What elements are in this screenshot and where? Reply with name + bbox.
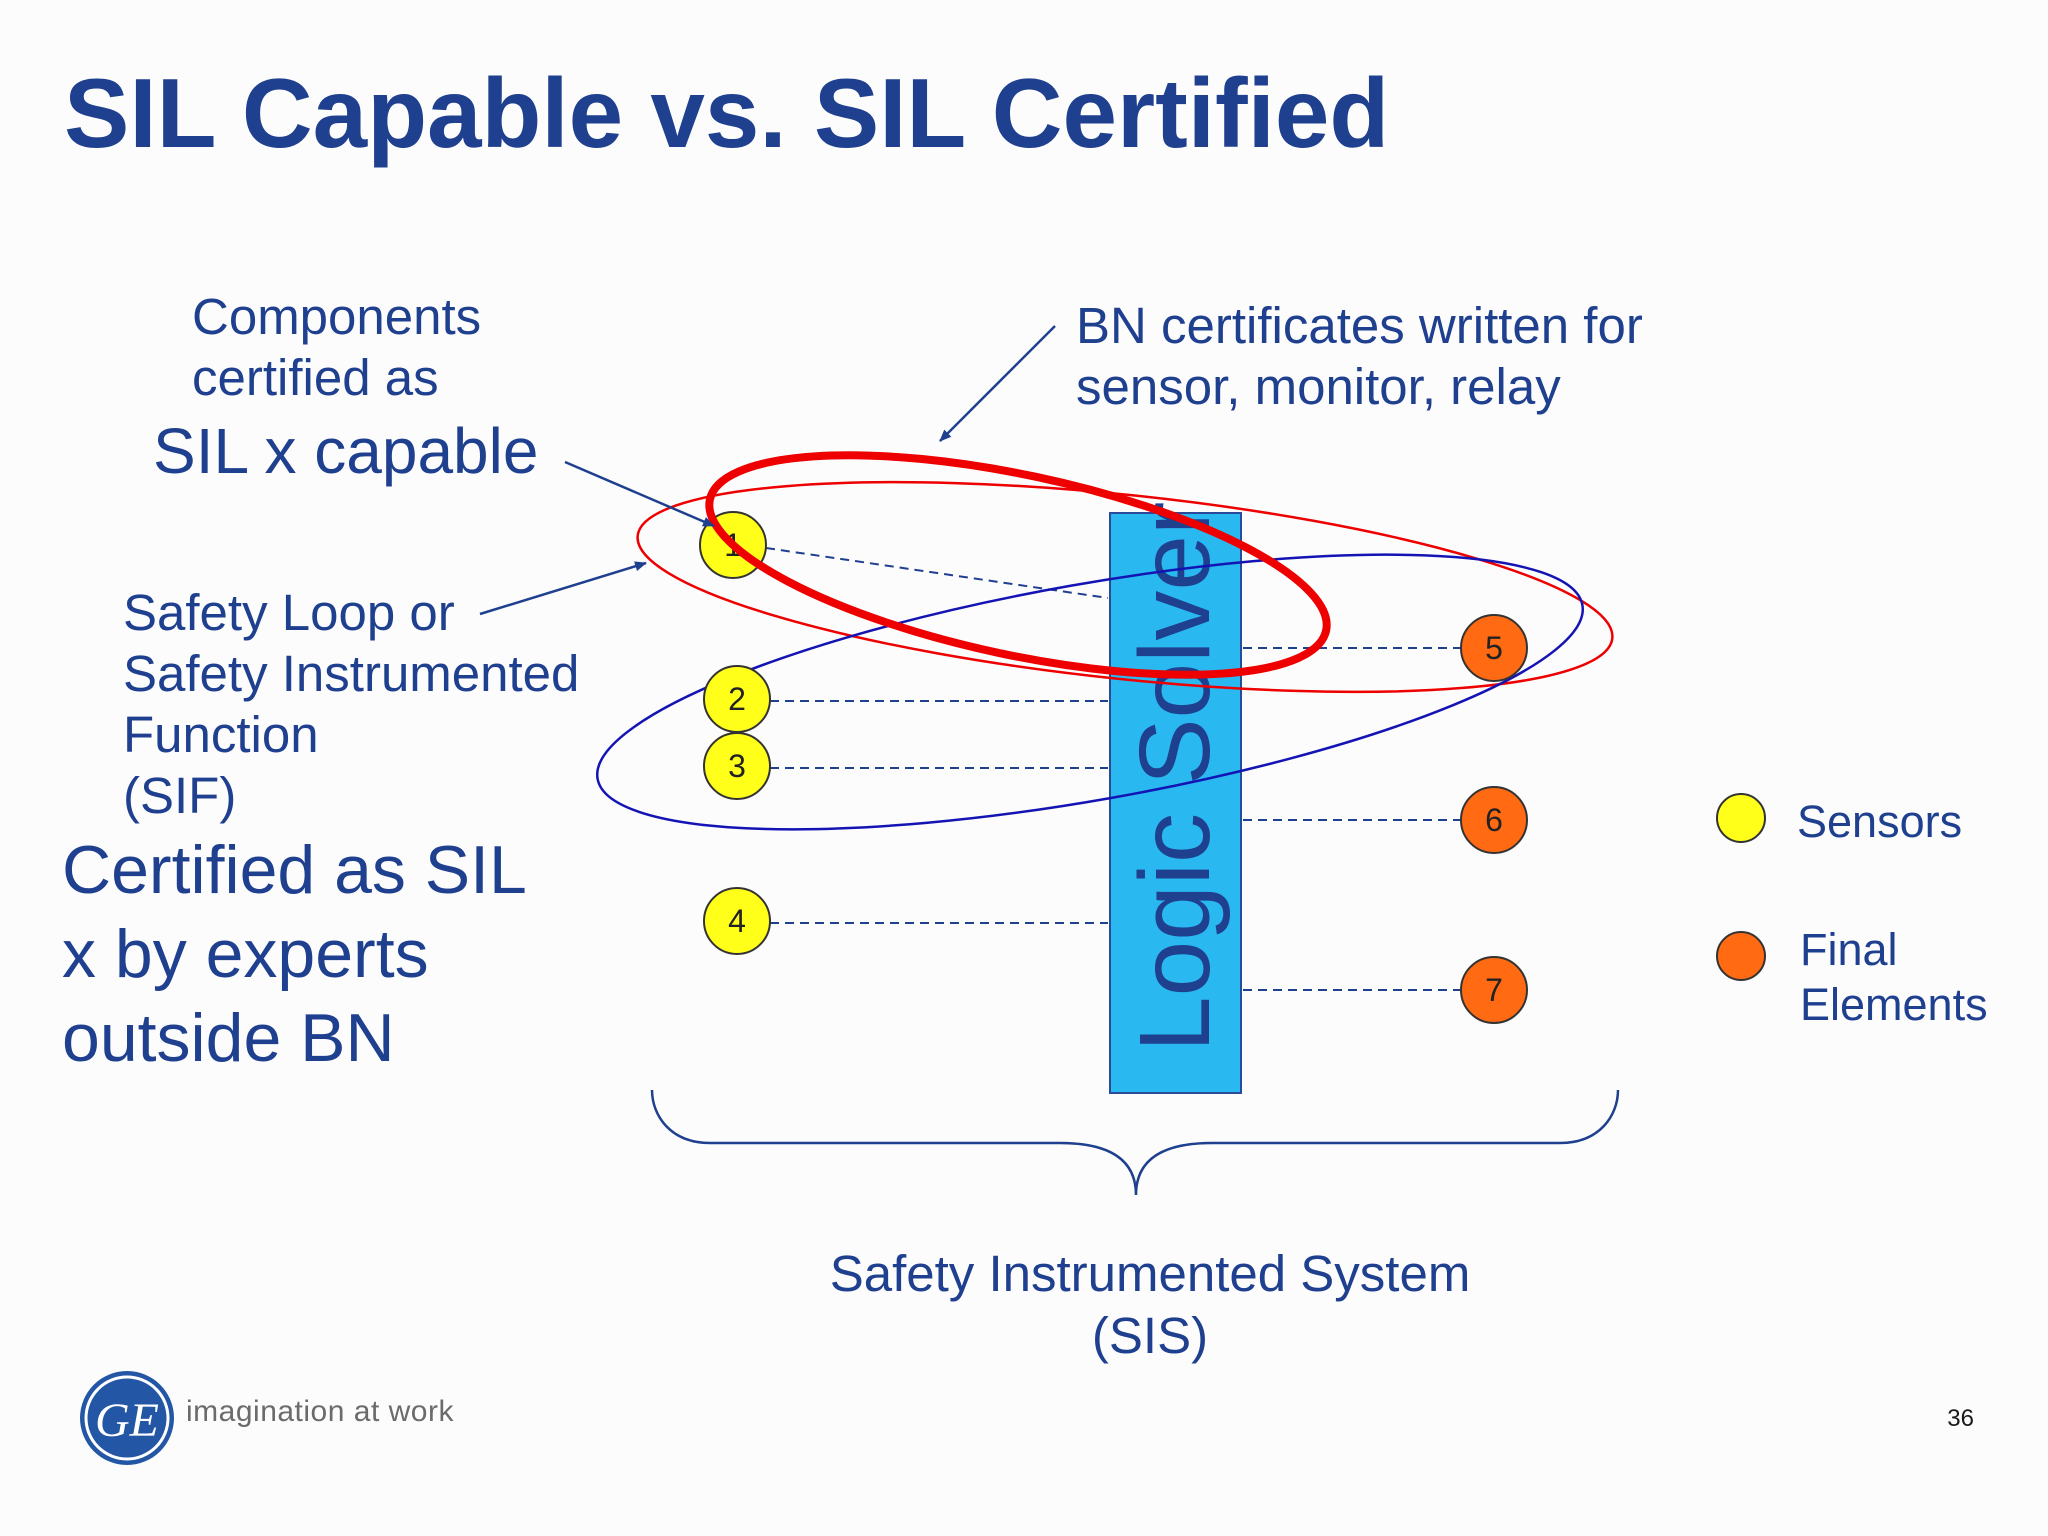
components-line: Components xyxy=(192,288,482,345)
sensor-nodes xyxy=(699,511,771,955)
bn-certificates-label: BN certificates written for sensor, moni… xyxy=(1076,295,1643,417)
sis-brace xyxy=(650,1089,1620,1196)
bn-arrow xyxy=(939,325,1056,442)
capable-arrow xyxy=(564,460,715,528)
sensor-number: 2 xyxy=(728,681,746,717)
sis-line: (SIS) xyxy=(1091,1307,1209,1364)
final-element-number: 7 xyxy=(1485,972,1503,1008)
certified-experts-label: Certified as SIL x by experts outside BN xyxy=(62,828,527,1080)
components-label: Components certified as xyxy=(192,286,481,408)
legend-final-elements-label: Final Elements xyxy=(1800,922,1988,1032)
bn-certificate-ellipse xyxy=(705,451,1331,679)
sensor-connectors xyxy=(765,547,1109,924)
sis-line: Safety Instrumented System xyxy=(829,1245,1471,1302)
sif-red-ellipse xyxy=(636,480,1614,694)
sil-capable-label: SIL x capable xyxy=(153,415,539,487)
bn-certificates-line: BN certificates written for xyxy=(1076,297,1643,354)
ge-tagline: imagination at work xyxy=(186,1395,454,1428)
sensor-node xyxy=(703,887,771,955)
safety-loop-label: Safety Loop or Safety Instrumented Funct… xyxy=(123,582,579,826)
legend-final-elements-line: Final xyxy=(1800,924,1898,975)
safety-loop-line: Safety Instrumented xyxy=(123,645,580,702)
slide-title: SIL Capable vs. SIL Certified xyxy=(64,58,1390,168)
legend-final-elements-line: Elements xyxy=(1800,979,1988,1030)
safety-loop-line: (SIF) xyxy=(123,767,237,824)
page-number: 36 xyxy=(1947,1405,1974,1432)
sensor-node xyxy=(703,732,771,800)
sif-blue-ellipse xyxy=(595,553,1585,831)
sensor-number: 3 xyxy=(728,748,746,784)
sensor-number: 4 xyxy=(728,903,746,939)
final-element-nodes xyxy=(1460,614,1528,1024)
ge-logo-letters: GE xyxy=(95,1394,159,1447)
certified-experts-line: Certified as SIL xyxy=(62,832,527,908)
safety-loop-line: Safety Loop or xyxy=(123,584,455,641)
final-element-connectors xyxy=(1243,647,1461,991)
certified-experts-line: x by experts xyxy=(62,916,429,992)
ge-logo: GE xyxy=(80,1371,174,1465)
final-element-node xyxy=(1460,956,1528,1024)
sis-label: Safety Instrumented System (SIS) xyxy=(700,1243,1600,1367)
legend-final-element-swatch xyxy=(1716,931,1766,981)
final-element-node xyxy=(1460,786,1528,854)
final-element-number: 6 xyxy=(1485,802,1503,838)
final-element-number: 5 xyxy=(1485,630,1503,666)
components-line: certified as xyxy=(192,349,439,406)
certified-experts-line: outside BN xyxy=(62,1000,395,1076)
logic-solver-box xyxy=(1109,512,1242,1094)
final-element-node xyxy=(1460,614,1528,682)
legend-sensor-swatch xyxy=(1716,793,1766,843)
bn-certificates-line: sensor, monitor, relay xyxy=(1076,358,1561,415)
sif-arrow xyxy=(479,561,647,616)
legend-sensors-label: Sensors xyxy=(1797,796,1963,847)
safety-loop-line: Function xyxy=(123,706,319,763)
